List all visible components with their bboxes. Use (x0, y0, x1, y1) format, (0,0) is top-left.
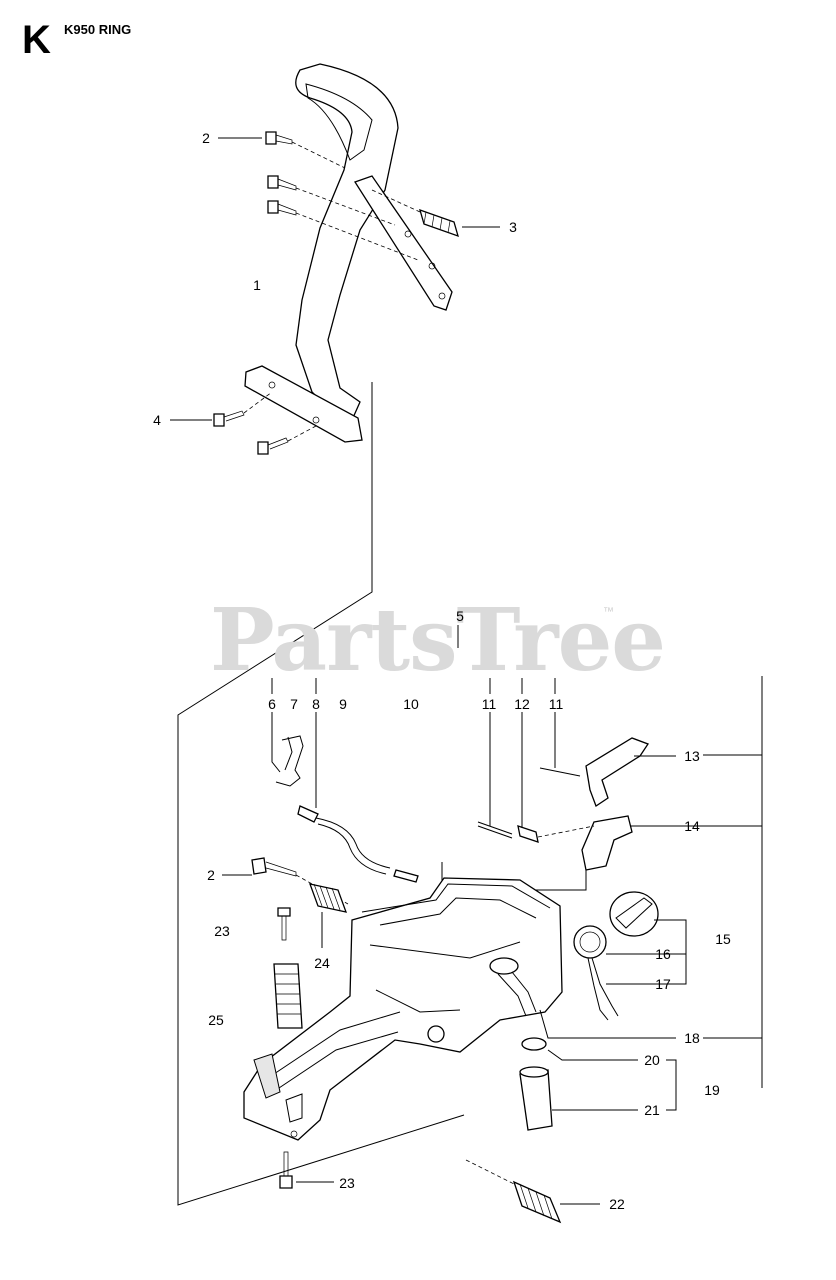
callout-10[interactable]: 10 (403, 696, 419, 712)
watermark-trademark: ™ (603, 606, 614, 618)
section-letter: K (22, 18, 51, 62)
callout-4[interactable]: 4 (153, 412, 161, 428)
front-handle-drawing (244, 63, 453, 443)
callout-23-upper[interactable]: 23 (214, 923, 230, 939)
tank-housing-drawing (243, 877, 563, 1141)
callout-19[interactable]: 19 (704, 1082, 720, 1098)
callout-15[interactable]: 15 (715, 931, 731, 947)
watermark-logo: PartsTree (210, 590, 666, 691)
callout-16[interactable]: 16 (655, 946, 671, 962)
throttle-parts-drawing (275, 735, 649, 883)
callout-14[interactable]: 14 (684, 818, 700, 834)
callout-7[interactable]: 7 (290, 696, 298, 712)
callout-23-lower[interactable]: 23 (339, 1175, 355, 1191)
callout-24[interactable]: 24 (314, 955, 330, 971)
callout-21[interactable]: 21 (644, 1102, 660, 1118)
callout-2-upper[interactable]: 2 (202, 130, 210, 146)
callout-2-lower[interactable]: 2 (207, 867, 215, 883)
upper-assembly-lines (243, 141, 421, 442)
callout-6[interactable]: 6 (268, 696, 276, 712)
callout-5[interactable]: 5 (456, 608, 464, 624)
callout-22[interactable]: 22 (609, 1196, 625, 1212)
callout-9[interactable]: 9 (339, 696, 347, 712)
callout-18[interactable]: 18 (684, 1030, 700, 1046)
callout-11-left[interactable]: 11 (481, 696, 497, 712)
callout-3[interactable]: 3 (509, 219, 517, 235)
lower-leader-lines (222, 678, 687, 1205)
callout-17[interactable]: 17 (655, 976, 671, 992)
callout-25[interactable]: 25 (208, 1012, 224, 1028)
upper-leader-lines (170, 137, 500, 421)
upper-bolts (213, 131, 459, 455)
callout-1[interactable]: 1 (253, 277, 261, 293)
tank-accessories-drawing (251, 857, 659, 1224)
diagram-title: K950 RING (64, 22, 132, 37)
callout-8[interactable]: 8 (312, 696, 320, 712)
callout-20[interactable]: 20 (644, 1052, 660, 1068)
callout-13[interactable]: 13 (684, 748, 700, 764)
callout-11-right[interactable]: 11 (548, 696, 564, 712)
callout-12[interactable]: 12 (514, 696, 530, 712)
